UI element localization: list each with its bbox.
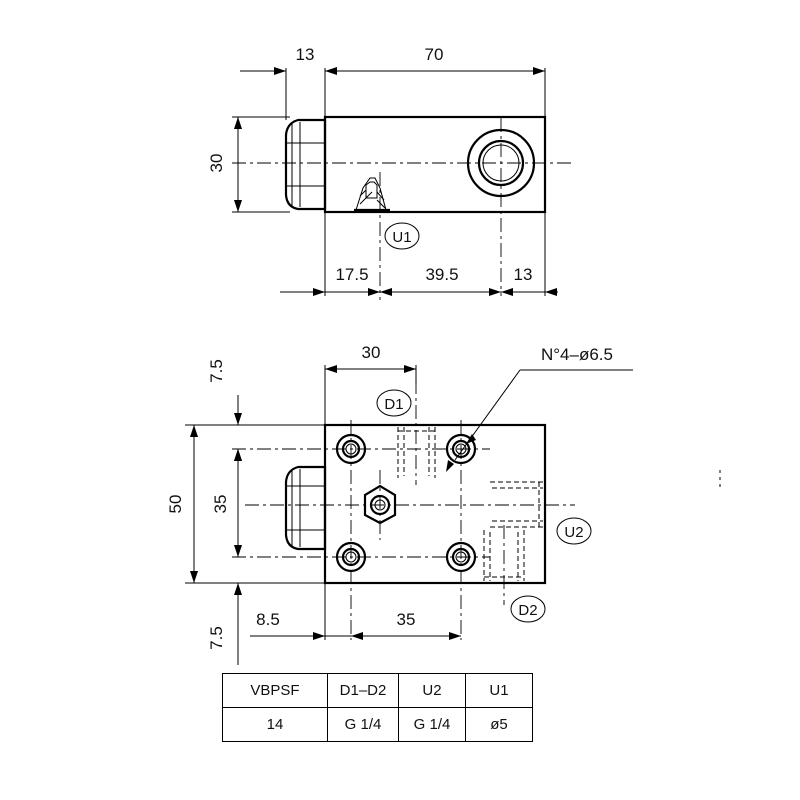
- u1-label: U1: [392, 229, 411, 246]
- dim-top-13: 13: [296, 45, 315, 64]
- u1-label-bubble: [384, 222, 420, 250]
- dim-top-30: 30: [207, 154, 226, 173]
- dim-top-39-5: 39.5: [425, 265, 458, 284]
- dim-top-17-5: 17.5: [335, 265, 368, 284]
- d2-label: D2: [518, 602, 537, 619]
- table-header-model: VBPSF: [222, 673, 328, 708]
- top-u1-port: [354, 177, 390, 212]
- table-header-u2: U2: [398, 673, 466, 708]
- spec-table: VBPSF D1–D2 U2 U1 14 G 1/4 G 1/4 ø5: [222, 673, 533, 742]
- spec-table-row: 14 G 1/4 G 1/4 ø5: [222, 707, 533, 742]
- dim-front-35-vertical: 35: [211, 495, 230, 514]
- u2-label-bubble: [556, 517, 592, 545]
- d2-label-bubble: [510, 595, 546, 623]
- table-cell-d1-d2: G 1/4: [327, 707, 399, 742]
- dim-front-8-5: 8.5: [256, 610, 280, 629]
- dim-front-30: 30: [362, 343, 381, 362]
- dim-top-13-end: 13: [514, 265, 533, 284]
- front-hex-nut: [284, 465, 327, 551]
- table-cell-u2: G 1/4: [398, 707, 466, 742]
- top-hex-nut: [284, 118, 327, 211]
- dim-front-35-horizontal: 35: [397, 610, 416, 629]
- dim-front-7-5-bottom: 7.5: [207, 626, 226, 650]
- table-header-d1-d2: D1–D2: [327, 673, 399, 708]
- d1-label-bubble: [376, 389, 412, 417]
- u2-hidden-port: [490, 481, 543, 528]
- dim-front-50: 50: [166, 495, 185, 514]
- spec-table-header-row: VBPSF D1–D2 U2 U1: [222, 673, 533, 708]
- d1-label: D1: [384, 396, 403, 413]
- table-cell-u1: ø5: [465, 707, 533, 742]
- table-header-u1: U1: [465, 673, 533, 708]
- u2-label: U2: [564, 524, 583, 541]
- d1-hidden-port: [397, 427, 436, 478]
- front-view: D1 U2 D2 30 N°4–ø6.5 50 35 7.5 7.5 8.5 3…: [166, 343, 721, 665]
- dim-top-70: 70: [425, 45, 444, 64]
- table-cell-model: 14: [222, 707, 328, 742]
- dim-hole-spec: N°4–ø6.5: [541, 345, 613, 364]
- top-view: U1 13 70 30 17.5 39.5 13: [207, 45, 572, 300]
- dim-front-7-5-top: 7.5: [207, 359, 226, 383]
